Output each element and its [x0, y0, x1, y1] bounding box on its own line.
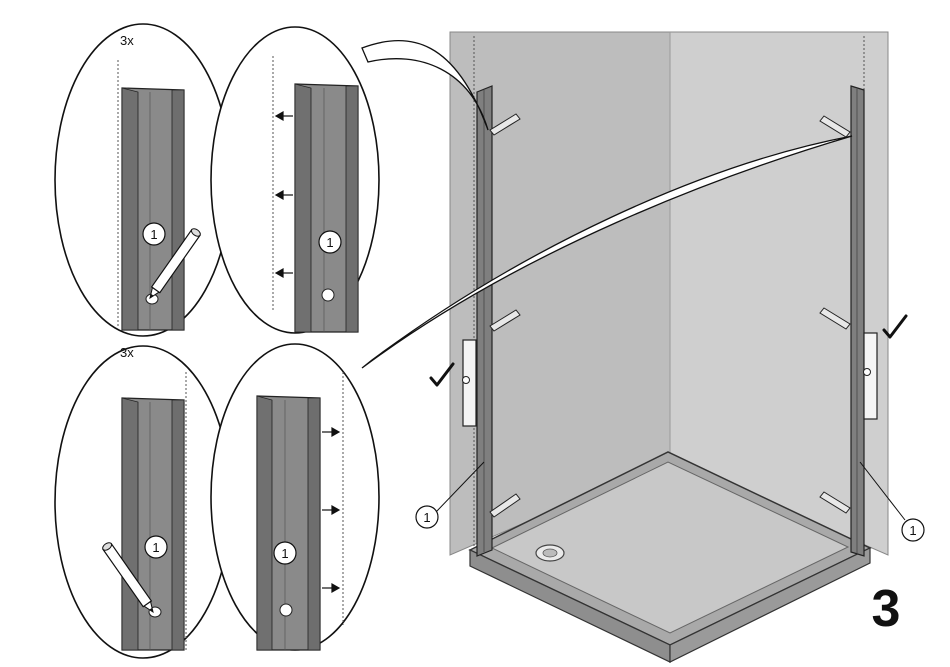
- svg-text:1: 1: [150, 227, 157, 242]
- detail-marking-bottom: 3x 1: [55, 345, 231, 658]
- multiplier-label: 3x: [120, 33, 134, 48]
- spirit-level-left: [463, 340, 477, 426]
- svg-text:1: 1: [152, 540, 159, 555]
- svg-text:1: 1: [326, 235, 333, 250]
- detail-gap-bottom: 1: [211, 344, 379, 650]
- detail-gap-top: 1: [211, 27, 379, 333]
- spirit-level-right: [864, 333, 878, 419]
- step-number: 3: [872, 580, 901, 638]
- svg-text:1: 1: [281, 546, 288, 561]
- wall-profile-right: [851, 86, 864, 556]
- wall-profile-left: [477, 86, 492, 556]
- svg-text:1: 1: [909, 523, 916, 538]
- shower-enclosure-scene: 1 1 3: [416, 32, 924, 662]
- svg-text:1: 1: [423, 510, 430, 525]
- part-callout: 1: [902, 519, 924, 541]
- multiplier-label: 3x: [120, 345, 134, 360]
- part-callout: 1: [416, 506, 438, 528]
- detail-marking-top: 3x 1: [55, 24, 231, 336]
